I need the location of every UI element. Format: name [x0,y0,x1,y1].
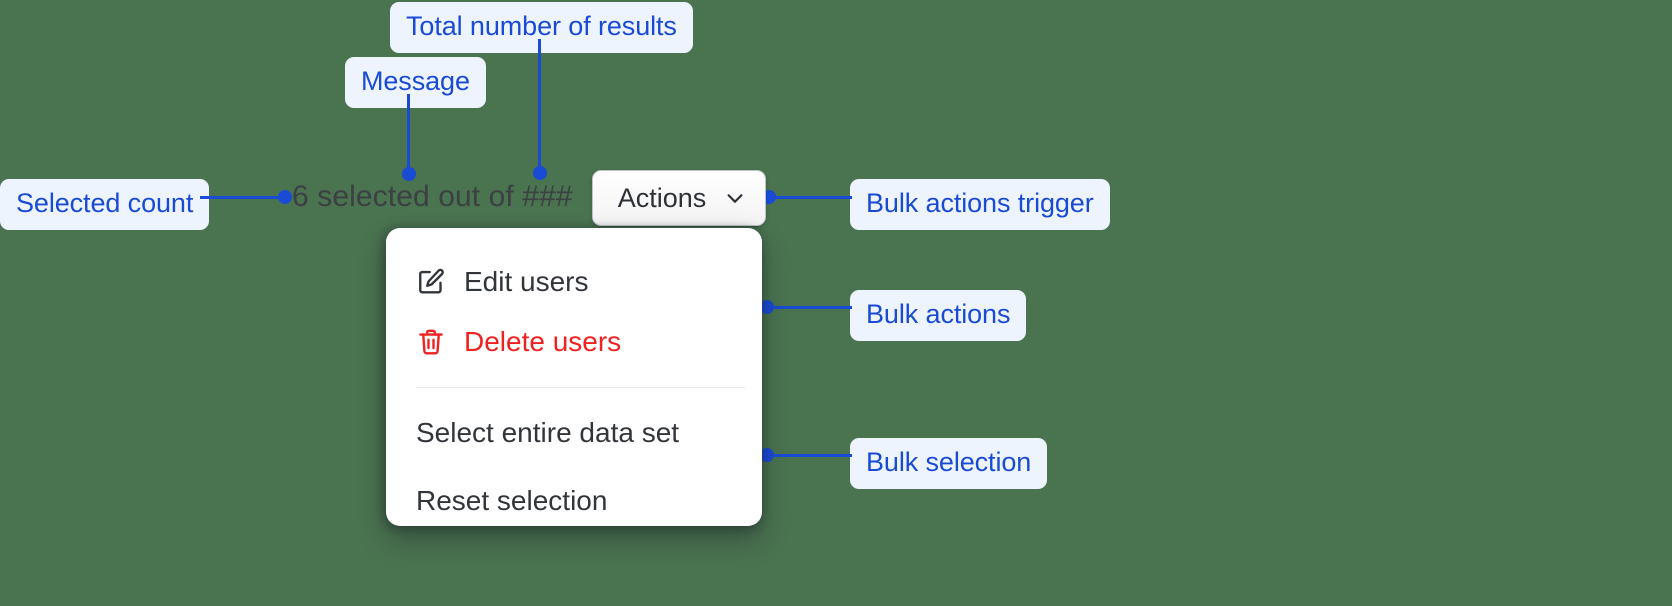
trash-icon [416,327,446,357]
connector-bulk-actions-trigger [770,196,852,199]
actions-button-label: Actions [617,182,707,213]
callout-total-number-of-results: Total number of results [390,2,693,53]
selected-count-message: 6 selected out of ### [292,180,573,213]
connector-dot-selected-count [278,190,292,204]
callout-selected-count: Selected count [0,179,210,230]
menu-item-edit-users-label: Edit users [464,266,589,297]
actions-dropdown-menu: Edit users Delete users Select entire da… [386,228,762,526]
connector-dot-bulk-actions [760,300,774,314]
callout-bulk-actions: Bulk actions [850,290,1027,341]
connector-bulk-selection [768,454,852,457]
edit-pencil-icon [416,267,446,297]
connector-bulk-actions [768,306,852,309]
connector-dot-total-number-of-results [533,166,547,180]
menu-item-edit-users[interactable]: Edit users [386,252,762,312]
connector-total-number-of-results [538,39,541,173]
menu-item-reset-selection-label: Reset selection [416,485,608,516]
menu-spacer [386,463,762,471]
menu-item-select-entire-data-set[interactable]: Select entire data set [386,403,762,463]
menu-item-select-entire-data-set-label: Select entire data set [416,417,680,448]
actions-button[interactable]: Actions [592,170,766,226]
connector-selected-count [200,196,286,199]
menu-divider [416,387,745,388]
menu-item-reset-selection[interactable]: Reset selection [386,471,762,526]
menu-item-delete-users-label: Delete users [464,326,622,357]
callout-bulk-actions-trigger: Bulk actions trigger [850,179,1110,230]
chevron-down-icon [724,187,746,209]
callout-bulk-selection: Bulk selection [850,438,1048,489]
connector-dot-bulk-selection [760,448,774,462]
connector-message [407,94,410,174]
callout-message: Message [345,57,486,108]
menu-item-delete-users[interactable]: Delete users [386,312,762,372]
connector-dot-message [402,167,416,181]
